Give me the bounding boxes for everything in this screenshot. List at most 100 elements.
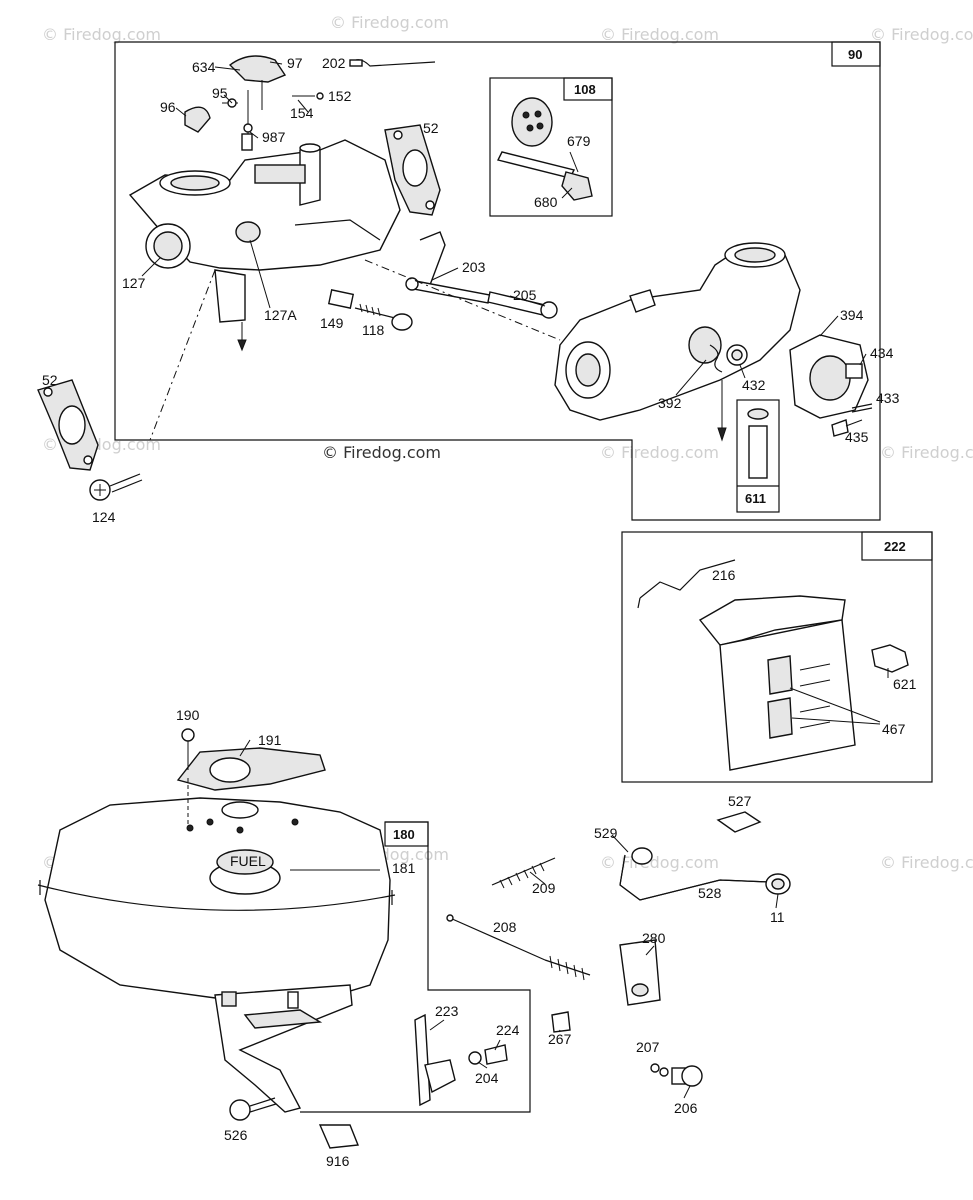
part-label: 11 [770, 909, 785, 925]
part-label: 916 [326, 1153, 350, 1169]
part-label: 127 [122, 275, 146, 291]
part-label: 209 [532, 880, 556, 896]
part-label: 216 [712, 567, 736, 583]
primer-clip-icon [561, 171, 593, 201]
part-label: 267 [548, 1031, 572, 1047]
part-label: 528 [698, 885, 722, 901]
watermark: © Firedog.com [880, 853, 973, 872]
pin-icon [487, 291, 558, 319]
box-tag-180 [384, 821, 429, 847]
part-label: 52 [423, 120, 439, 136]
part-label: 435 [845, 429, 869, 445]
primer-bulb-icon [511, 97, 553, 147]
watermark: © Firedog.com [880, 443, 973, 462]
drain-plug-icon [650, 1063, 703, 1087]
part-label: 679 [567, 133, 591, 149]
part-label: 433 [876, 390, 900, 406]
primer-box: 108 [489, 77, 613, 217]
part-label: 149 [320, 315, 344, 331]
idle-screw-icon [327, 289, 413, 331]
box-label-108: 108 [574, 82, 596, 97]
clip-icon [318, 1124, 359, 1149]
part-label: 52 [42, 372, 58, 388]
part-label: 124 [92, 509, 116, 525]
watermark: © Firedog.com [600, 853, 719, 872]
part-label: 680 [534, 194, 558, 210]
part-label: 634 [192, 59, 216, 75]
part-label: 203 [462, 259, 486, 275]
part-label: 190 [176, 707, 200, 723]
part-label: 154 [290, 105, 314, 121]
spring-icon [491, 857, 556, 886]
part-label: 467 [882, 721, 906, 737]
tank-bracket-icon [214, 984, 353, 1121]
part-label: 118 [362, 322, 385, 338]
part-label: 280 [642, 930, 666, 946]
primer-box-outline [489, 77, 613, 217]
throttle-lever-icon [228, 55, 287, 83]
watermark: © Firedog.com [600, 25, 719, 44]
part-label: 204 [475, 1070, 499, 1086]
seal-box: 611 [736, 399, 780, 513]
carburetor-box: 90 [114, 41, 881, 521]
part-label: 202 [322, 55, 346, 71]
part-label: 621 [893, 676, 917, 692]
part-label: 206 [674, 1100, 698, 1116]
part-label: 223 [435, 1003, 459, 1019]
gasket-icon [37, 379, 99, 471]
watermark: © Firedog.com [330, 13, 449, 32]
fuel-cap-label: FUEL [230, 853, 266, 869]
part-label: 208 [493, 919, 517, 935]
part-label: 224 [496, 1022, 520, 1038]
link-rod-icon [639, 559, 736, 599]
box-tag-108 [563, 77, 613, 101]
needle-seat-icon [748, 425, 768, 479]
carburetor-body-right-icon [554, 242, 801, 442]
part-labels: 634 97 202 95 96 152 154 987 52 679 680 … [42, 55, 917, 1169]
clamp-icon [619, 939, 661, 1006]
tank-box: 180 [290, 821, 531, 1113]
box-tag-90 [831, 41, 881, 67]
float-bowl-icon [789, 334, 873, 437]
part-label: 97 [287, 55, 303, 71]
part-label: 181 [392, 860, 416, 876]
part-label: 432 [742, 377, 766, 393]
leader-lines [141, 61, 889, 1099]
part-label: 191 [258, 732, 282, 748]
part-label: 529 [594, 825, 618, 841]
bracket-box: 222 [621, 531, 933, 783]
tank-gasket-icon [176, 728, 326, 826]
primer-rod-icon [496, 151, 576, 179]
choke-plate-icon [184, 106, 211, 133]
throttle-shaft-icon [405, 231, 491, 304]
part-label: 152 [328, 88, 352, 104]
part-label: 127A [264, 307, 297, 323]
governor-link-icon [446, 914, 591, 981]
fuel-line-icon [619, 811, 791, 901]
part-label: 96 [160, 99, 176, 115]
screw-icon [89, 473, 143, 501]
clip-icon [871, 644, 909, 673]
control-lever-icon [414, 1013, 508, 1107]
fuel-tank-icon: FUEL [37, 797, 396, 1001]
box-label-180: 180 [393, 827, 415, 842]
part-label: 987 [262, 129, 286, 145]
seal-box-outline [736, 399, 780, 513]
box-tag-222 [861, 531, 933, 561]
watermark: © Firedog.com [600, 443, 719, 462]
nut-icon [551, 1011, 571, 1033]
carburetor-body-icon [128, 139, 401, 352]
box-label-90: 90 [848, 47, 862, 62]
part-label: 527 [728, 793, 752, 809]
part-label: 526 [224, 1127, 248, 1143]
part-label: 434 [870, 345, 894, 361]
part-label: 392 [658, 395, 682, 411]
part-label: 95 [212, 85, 228, 101]
watermark: © Firedog.com [870, 25, 973, 44]
watermark: © Firedog.com [42, 25, 161, 44]
part-label: 207 [636, 1039, 660, 1055]
part-label: 394 [840, 307, 864, 323]
box-label-222: 222 [884, 539, 906, 554]
